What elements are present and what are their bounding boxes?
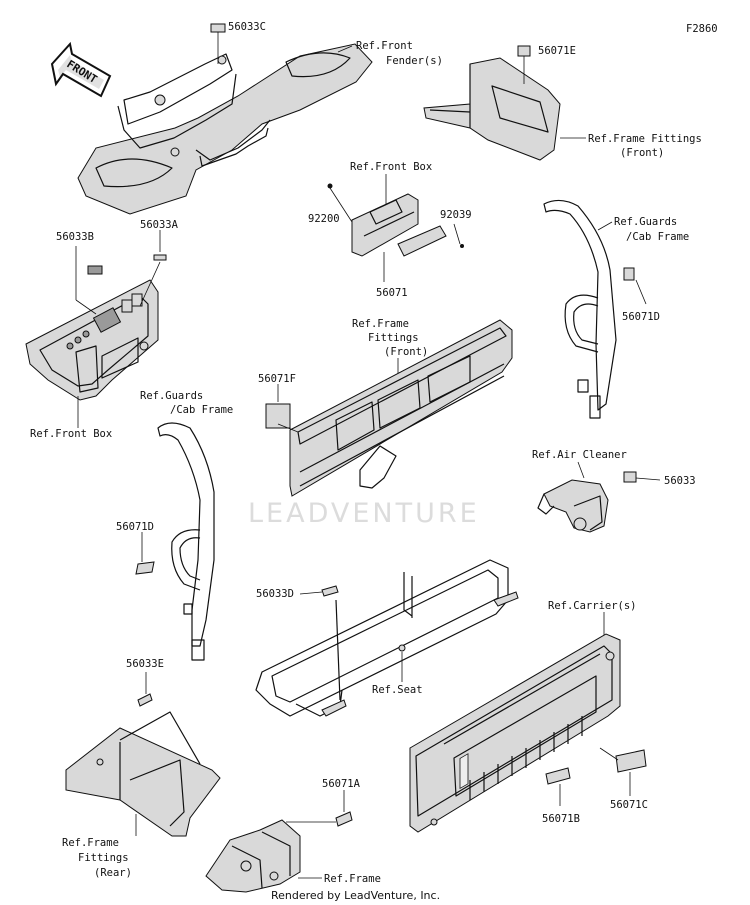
label-56071F: 56071F [258, 373, 296, 385]
decal-56033C-icon [210, 23, 226, 33]
decal-56071A-icon [335, 811, 353, 827]
label-ref-frame-front-1b: (Front) [620, 147, 664, 159]
label-56033C: 56033C [228, 21, 266, 33]
decal-56033B-icon [87, 265, 103, 275]
label-92200: 92200 [308, 213, 340, 225]
decal-56033D-icon [321, 585, 339, 597]
label-ref-front-box-top: Ref.Front Box [350, 161, 432, 173]
label-ref-front-box-left: Ref.Front Box [30, 428, 112, 440]
decal-56033A-icon [153, 254, 167, 261]
cab-frame-guard-right [543, 199, 647, 419]
air-cleaner: Ref.Air Cleaner [532, 449, 661, 533]
decal-56071B-icon [545, 767, 571, 785]
decal-56071C-icon [615, 749, 647, 773]
front-arrow-icon: FRONT [50, 41, 112, 98]
frame-fittings-rear [65, 672, 221, 837]
figure-code: F2860 [686, 23, 718, 35]
label-56071A: 56071A [322, 778, 361, 790]
rear-carrier-panel: Ref.Carrier(s) [409, 600, 647, 833]
decal-56033-icon [623, 471, 637, 483]
front-box-lid: Ref.Front Box [327, 161, 464, 282]
label-ref-frame-rear-3: (Rear) [94, 867, 132, 879]
footer-credit: Rendered by LeadVenture, Inc. [271, 889, 440, 902]
decal-56071E-icon [517, 45, 531, 57]
watermark: LEADVENTURE [248, 498, 480, 529]
label-ref-frame-front-2b: Fittings [368, 332, 419, 344]
frame-fittings-center-panel: Ref.Frame Fittings (Front) [265, 318, 513, 497]
label-ref-seat: Ref.Seat [372, 684, 423, 696]
label-56071D-l: 56071D [116, 521, 154, 533]
front-fender-assembly [77, 23, 373, 215]
frame-fittings-front-top [423, 45, 586, 161]
label-56071B: 56071B [542, 813, 580, 825]
decal-56033E-icon [137, 693, 153, 707]
label-ref-guards-r-1: Ref.Guards [614, 216, 677, 228]
label-ref-frame-rear-2: Fittings [78, 852, 129, 864]
decal-56071D-r-icon [623, 267, 635, 281]
label-56033E: 56033E [126, 658, 164, 670]
label-ref-guards-l-2: /Cab Frame [170, 404, 233, 416]
label-56033: 56033 [664, 475, 696, 487]
label-ref-front-fender-1: Ref.Front [356, 40, 413, 52]
label-ref-guards-l-1: Ref.Guards [140, 390, 203, 402]
label-ref-front-fender-2: Fender(s) [386, 55, 443, 67]
label-56071E: 56071E [538, 45, 576, 57]
cab-frame-guard-left [135, 422, 215, 661]
label-56033D: 56033D [256, 588, 294, 600]
decal-56071-icon [397, 225, 447, 257]
label-ref-frame-front-1a: Ref.Frame Fittings [588, 133, 702, 145]
label-56071: 56071 [376, 287, 408, 299]
decal-56071D-l-icon [135, 561, 155, 575]
dashboard-front-box [25, 230, 167, 428]
label-92039: 92039 [440, 209, 472, 221]
label-ref-air-cleaner: Ref.Air Cleaner [532, 449, 627, 461]
label-ref-frame-rear-1: Ref.Frame [62, 837, 119, 849]
label-56071C: 56071C [610, 799, 648, 811]
label-56071D-r: 56071D [622, 311, 660, 323]
label-ref-carriers: Ref.Carrier(s) [548, 600, 637, 612]
label-56033B: 56033B [56, 231, 94, 243]
seat-frame [255, 559, 519, 717]
label-ref-guards-r-2: /Cab Frame [626, 231, 689, 243]
label-56033A: 56033A [140, 219, 179, 231]
frame-bracket-bottom [205, 790, 353, 893]
label-ref-frame-front-2a: Ref.Frame [352, 318, 409, 330]
label-ref-frame-front-2c: (Front) [384, 346, 428, 358]
label-ref-frame-bottom: Ref.Frame [324, 873, 381, 885]
